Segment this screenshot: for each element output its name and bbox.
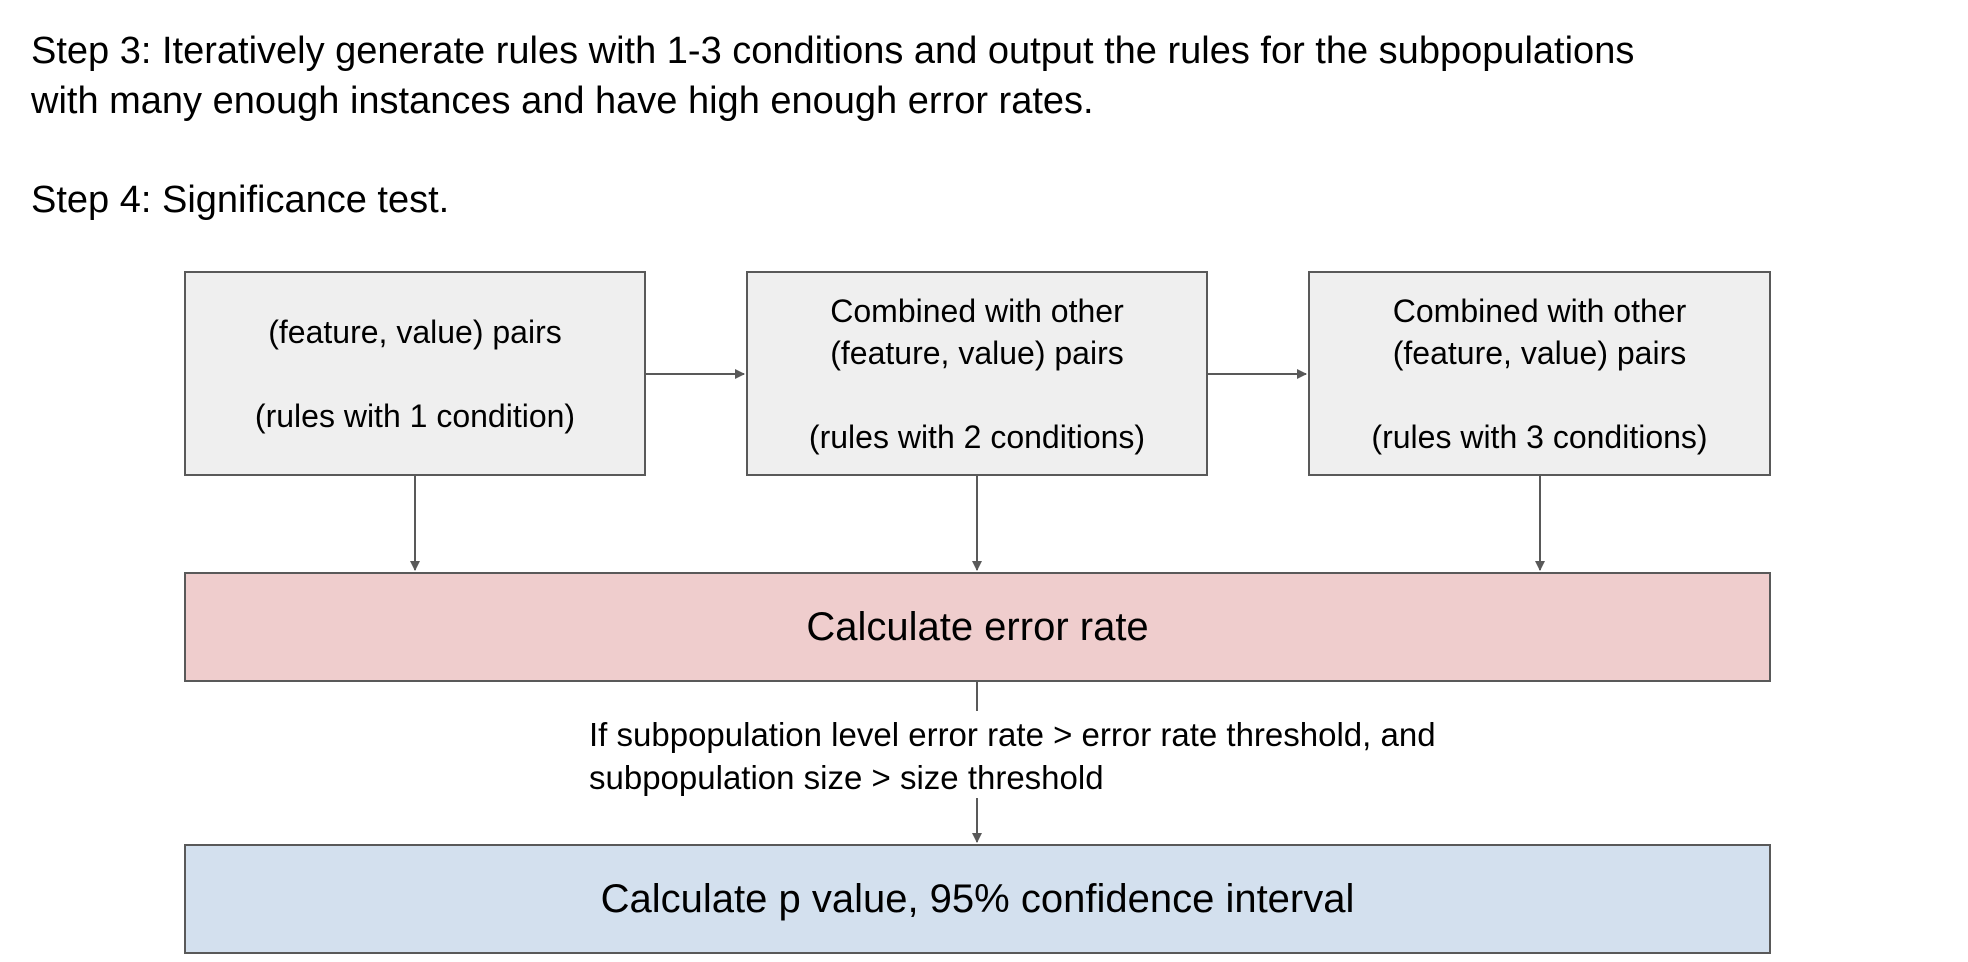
error-rate-box: Calculate error rate xyxy=(184,572,1771,682)
two-conditions-box: Combined with other (feature, value) pai… xyxy=(746,271,1208,476)
step3-text: Step 3: Iteratively generate rules with … xyxy=(31,30,1635,122)
single-condition-box: (feature, value) pairs (rules with 1 con… xyxy=(184,271,646,476)
p-value-box: Calculate p value, 95% confidence interv… xyxy=(184,844,1771,954)
two-conditions-label: Combined with other (feature, value) pai… xyxy=(808,292,1146,455)
step4-text: Step 4: Significance test. xyxy=(31,179,450,221)
threshold-condition-text: If subpopulation level error rate > erro… xyxy=(589,716,1436,796)
error-rate-label: Calculate error rate xyxy=(806,604,1149,649)
three-conditions-box: Combined with other (feature, value) pai… xyxy=(1308,271,1771,476)
p-value-label: Calculate p value, 95% confidence interv… xyxy=(600,876,1355,921)
single-condition-label: (feature, value) pairs (rules with 1 con… xyxy=(254,313,576,434)
three-conditions-label: Combined with other (feature, value) pai… xyxy=(1371,292,1708,455)
